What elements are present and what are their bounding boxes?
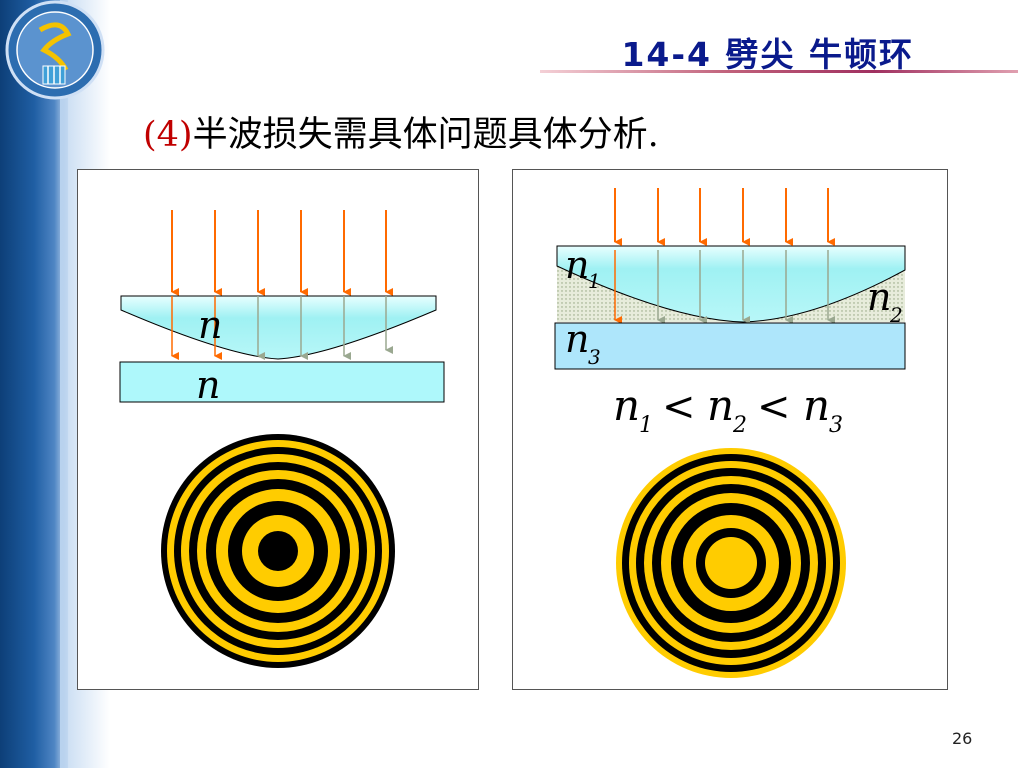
svg-text:n: n (565, 243, 589, 287)
svg-text:<: < (662, 384, 696, 430)
svg-text:n: n (613, 381, 640, 430)
plano-convex-lens (120, 295, 437, 360)
svg-text:n: n (803, 381, 830, 430)
sidebar-band (0, 0, 68, 768)
right-diagram-panel: n 1 n 2 n 3 n 1 < n 2 < n 3 (512, 169, 948, 690)
svg-text:2: 2 (889, 303, 903, 327)
plate-index-label: n (196, 363, 220, 407)
newton-rings-dark-center (161, 434, 395, 668)
svg-text:1: 1 (588, 269, 601, 293)
page-number: 26 (952, 729, 973, 748)
heading-text: 半波损失需具体问题具体分析. (192, 115, 659, 155)
label-n2: n 2 (867, 275, 903, 327)
svg-text:n: n (707, 381, 734, 430)
svg-text:1: 1 (639, 413, 653, 438)
rays-through-lens (171, 296, 393, 360)
left-diagram-panel: n n (77, 169, 479, 690)
section-heading: (4)半波损失需具体问题具体分析. (143, 106, 659, 157)
svg-text:n: n (867, 275, 891, 319)
svg-text:2: 2 (732, 413, 747, 438)
newton-rings-bright-center (616, 448, 846, 678)
svg-text:<: < (757, 384, 791, 430)
rays-through-lens (614, 250, 835, 324)
index-relation: n 1 < n 2 < n 3 (613, 381, 843, 438)
label-n1: n 1 (565, 243, 601, 293)
incident-rays (614, 188, 835, 246)
slide-title: 14-4 劈尖 牛顿环 (621, 35, 914, 74)
plate-n3 (554, 322, 906, 370)
svg-text:3: 3 (829, 413, 843, 438)
svg-text:n: n (565, 317, 589, 361)
label-n3: n 3 (565, 317, 601, 369)
svg-text:3: 3 (588, 345, 601, 369)
glass-plate (119, 361, 445, 403)
title-underline (540, 70, 1018, 73)
lens-index-label: n (198, 303, 222, 347)
heading-number: (4) (143, 115, 193, 155)
incident-rays (171, 210, 393, 296)
university-logo (5, 0, 105, 100)
